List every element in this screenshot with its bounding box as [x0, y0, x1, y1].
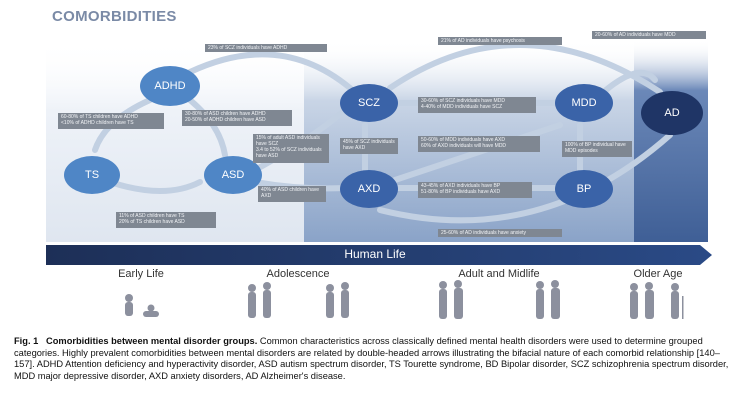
- node-ts: TS: [64, 156, 120, 194]
- node-mdd: MDD: [555, 84, 613, 122]
- note-ts-adhd: 60-80% of TS children have ADHD <10% of …: [58, 113, 164, 129]
- node-asd-label: ASD: [221, 169, 245, 181]
- note-asd-adhd: 30-80% of ASD children have ADHD 20-50% …: [182, 110, 292, 126]
- note-asd-axd: 40% of ASD children have AXD: [258, 186, 326, 202]
- stage-older-age: Older Age: [633, 268, 683, 280]
- node-ts-label: TS: [84, 169, 100, 181]
- node-adhd: ADHD: [140, 66, 200, 106]
- caption-text: Common characteristics across classicall…: [14, 336, 729, 381]
- note-bp-mdd: 100% of BP individual have MDD episodes: [562, 141, 632, 157]
- note-ad-anxiety: 25-60% of AD individuals have anxiety: [438, 229, 562, 237]
- note-axd-bp: 43-45% of AXD individuals have BP 51-80%…: [418, 182, 532, 198]
- note-mdd-axd: 50-60% of MDD individuals have AXD 60% o…: [418, 136, 540, 152]
- diagram-title: COMORBIDITIES: [52, 8, 177, 25]
- note-asd-ts: 11% of ASD children have TS 20% of TS ch…: [116, 212, 216, 228]
- people-silhouettes: [125, 280, 684, 319]
- stage-early-life: Early Life: [118, 268, 164, 280]
- caption-label: Fig. 1: [14, 336, 39, 346]
- node-scz: SCZ: [340, 84, 398, 122]
- stage-adult-midlife: Adult and Midlife: [458, 268, 540, 280]
- note-ad-psychosis: 21% of AD individuals have psychosis: [438, 37, 562, 45]
- note-asd-scz: 15% of adult ASD individuals have SCZ 3.…: [253, 134, 329, 163]
- node-mdd-label: MDD: [571, 97, 597, 109]
- node-bp: BP: [555, 170, 613, 208]
- timeline-bar: [46, 245, 712, 265]
- caption-title: Comorbidities between mental disorder gr…: [46, 336, 258, 346]
- node-axd-label: AXD: [357, 183, 381, 195]
- elderly-silhouette-icon: [630, 282, 684, 319]
- note-scz-axd: 45% of SCZ individuals have AXD: [340, 138, 398, 154]
- adolescents-silhouette-icon: [248, 282, 349, 318]
- node-ad: AD: [641, 91, 703, 135]
- note-scz-adhd: 23% of SCZ individuals have ADHD: [205, 44, 327, 52]
- node-scz-label: SCZ: [358, 97, 380, 109]
- node-adhd-label: ADHD: [154, 80, 186, 92]
- adults-silhouette-icon: [439, 280, 560, 319]
- node-axd: AXD: [340, 170, 398, 208]
- note-scz-mdd: 30-60% of SCZ individuals have MDD 4-40%…: [418, 97, 536, 113]
- node-bp-label: BP: [576, 183, 592, 195]
- children-silhouette-icon: [125, 294, 159, 317]
- stage-adolescence: Adolescence: [266, 268, 330, 280]
- note-ad-mdd: 20-60% of AD individuals have MDD: [592, 31, 706, 39]
- node-asd: ASD: [204, 156, 262, 194]
- node-ad-label: AD: [664, 107, 680, 119]
- figure-caption: Fig. 1 Comorbidities between mental diso…: [14, 336, 738, 382]
